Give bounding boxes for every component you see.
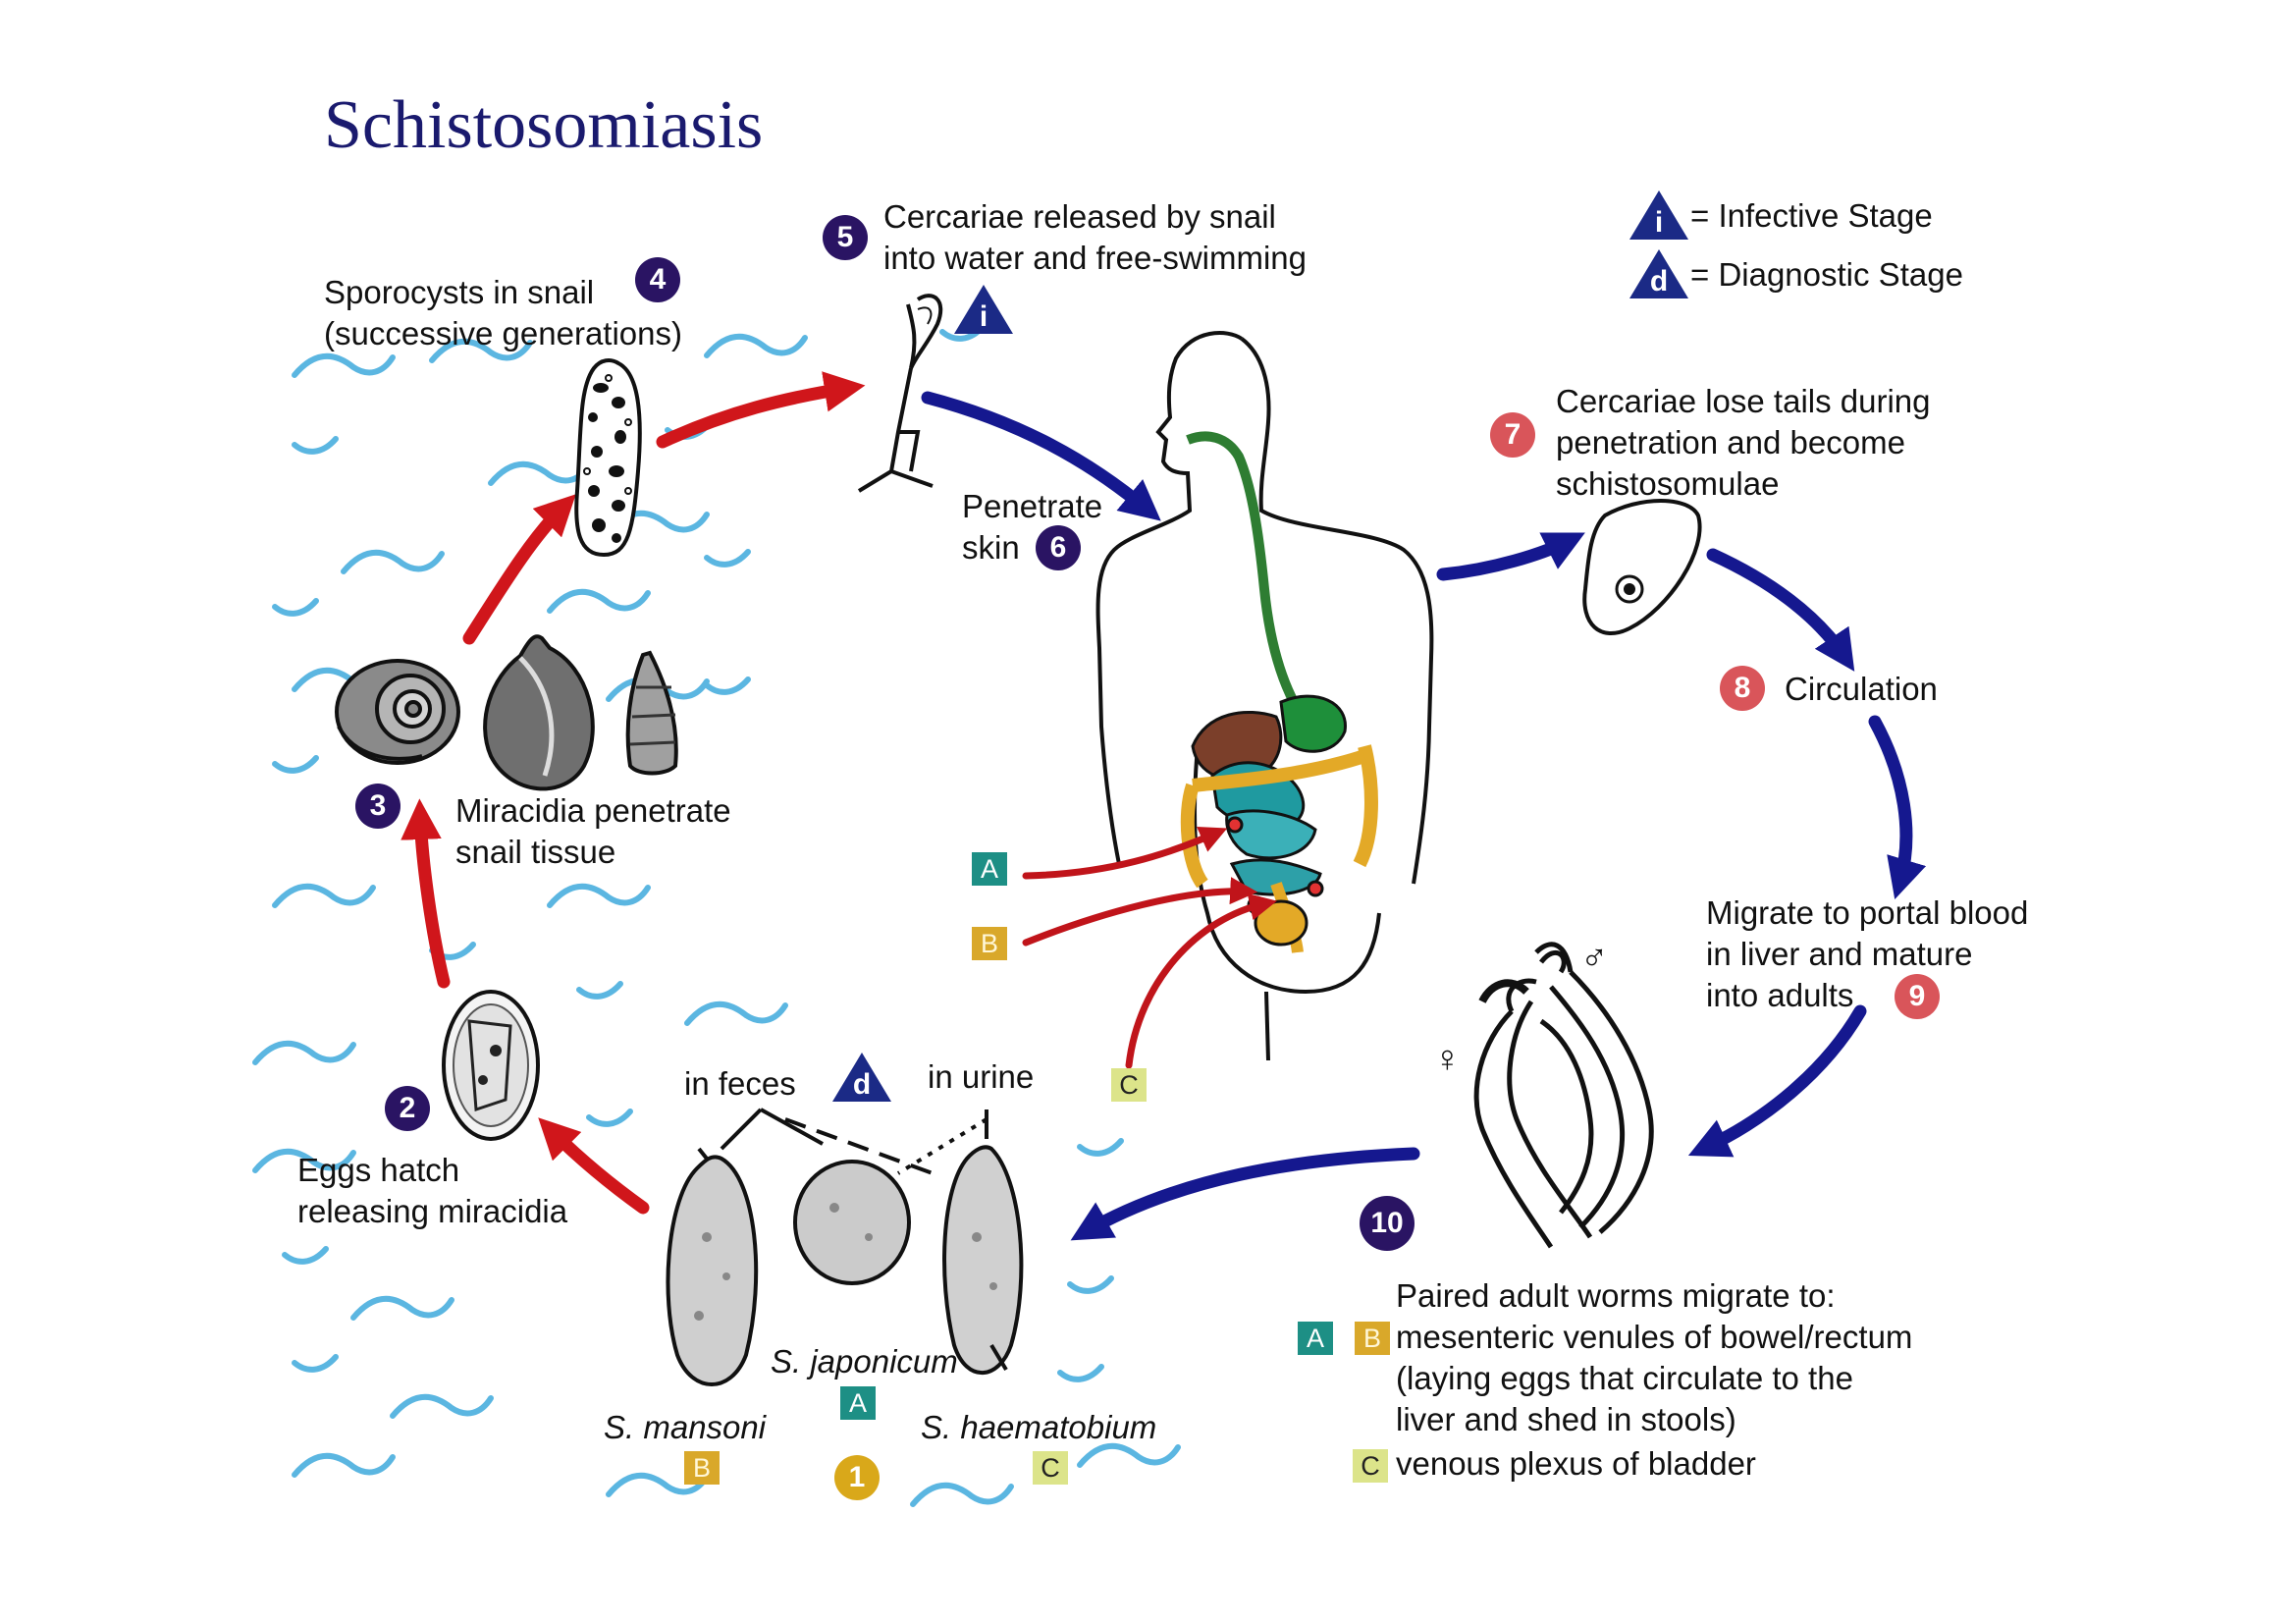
- paired-box-c: C: [1353, 1449, 1388, 1483]
- step1-marker: 1: [834, 1455, 880, 1500]
- paired-line3: (laying eggs that circulate to the: [1396, 1360, 1853, 1396]
- s-haematobium-label: S. haematobium: [921, 1409, 1157, 1445]
- step3-marker: 3: [355, 784, 400, 829]
- legend-infective-label: = Infective Stage: [1690, 197, 1933, 234]
- diagram-title: Schistosomiasis: [324, 87, 764, 163]
- step5-label-line2: into water and free-swimming: [883, 240, 1307, 276]
- diagnostic-stage-icon: [1629, 249, 1688, 298]
- snail-shells: [335, 634, 678, 791]
- blue-cycle-arrows: [921, 391, 1927, 1241]
- step5-label-line1: Cercariae released by snail: [883, 198, 1276, 235]
- legend-diagnostic-label: = Diagnostic Stage: [1690, 256, 1963, 293]
- step8-label: Circulation: [1785, 671, 1938, 707]
- in-feces-label: in feces: [684, 1065, 796, 1102]
- step2-label-line2: releasing miracidia: [297, 1193, 568, 1229]
- esophagus: [1186, 431, 1299, 705]
- infective-stage-icon: [954, 285, 1013, 334]
- step4-label-line1: Sporocysts in snail: [324, 274, 595, 310]
- egg-box-b: B: [684, 1451, 720, 1485]
- body-box-a: A: [972, 852, 1007, 886]
- s-mansoni-label: S. mansoni: [604, 1409, 767, 1445]
- paired-box-a: A: [1298, 1322, 1333, 1355]
- paired-line2: mesenteric venules of bowel/rectum: [1396, 1319, 1913, 1355]
- step3-label-line1: Miracidia penetrate: [455, 792, 731, 829]
- sporocyst-snail-body: [574, 358, 642, 558]
- step7-label-line1: Cercariae lose tails during: [1556, 383, 1931, 419]
- egg-illustrations: [666, 1145, 1024, 1386]
- paired-box-b: B: [1355, 1322, 1390, 1355]
- schistosomulum: [1582, 499, 1702, 635]
- infective-symbol: i: [1654, 206, 1664, 239]
- adult-worm-pair: [1473, 942, 1654, 1249]
- hatching-egg: [442, 990, 540, 1141]
- step6-marker: 6: [1036, 525, 1081, 570]
- body-box-c: C: [1111, 1068, 1147, 1102]
- s-japonicum-label: S. japonicum: [771, 1343, 958, 1380]
- step7-marker: 7: [1490, 412, 1535, 458]
- paired-line1: Paired adult worms migrate to:: [1396, 1277, 1836, 1314]
- step9-label-line3: into adults: [1706, 977, 1854, 1013]
- paired-line4: liver and shed in stools): [1396, 1401, 1736, 1437]
- step4-label-line2: (successive generations): [324, 315, 682, 352]
- step10-marker: 10: [1360, 1196, 1415, 1251]
- in-urine-label: in urine: [928, 1058, 1035, 1095]
- step6-label-line2: skin: [962, 529, 1020, 566]
- male-symbol: ♂: [1580, 938, 1609, 979]
- paired-line5: venous plexus of bladder: [1396, 1445, 1756, 1482]
- step7-label-line3: schistosomulae: [1556, 465, 1780, 502]
- diagnostic-stage-icon: [832, 1053, 891, 1102]
- worm-location-arrows: [1022, 826, 1277, 1069]
- step9-label-line1: Migrate to portal blood: [1706, 894, 2029, 931]
- infective-stage-icon: [1629, 190, 1688, 240]
- cercaria: [857, 294, 943, 493]
- step8-marker: 8: [1720, 666, 1765, 711]
- egg-box-a: A: [840, 1386, 876, 1420]
- body-box-b: B: [972, 927, 1007, 960]
- diagnostic-symbol: d: [1649, 265, 1669, 298]
- egg-connector-lines: [720, 1108, 988, 1175]
- red-cycle-arrows: [400, 371, 866, 1215]
- step4-marker: 4: [635, 257, 680, 302]
- infective-marker-symbol: i: [979, 300, 988, 333]
- human-body: [1095, 331, 1434, 1061]
- diagnostic-marker-symbol: d: [852, 1068, 872, 1101]
- step2-marker: 2: [385, 1086, 430, 1131]
- step2-label-line1: Eggs hatch: [297, 1152, 460, 1188]
- step6-label-line1: Penetrate: [962, 488, 1103, 524]
- abdominal-organs: [1180, 694, 1378, 953]
- step9-label-line2: in liver and mature: [1706, 936, 1973, 972]
- step7-label-line2: penetration and become: [1556, 424, 1905, 460]
- egg-box-c: C: [1033, 1451, 1068, 1485]
- female-symbol: ♀: [1433, 1039, 1462, 1080]
- step3-label-line2: snail tissue: [455, 834, 616, 870]
- step5-marker: 5: [823, 215, 868, 260]
- step9-marker: 9: [1895, 974, 1940, 1019]
